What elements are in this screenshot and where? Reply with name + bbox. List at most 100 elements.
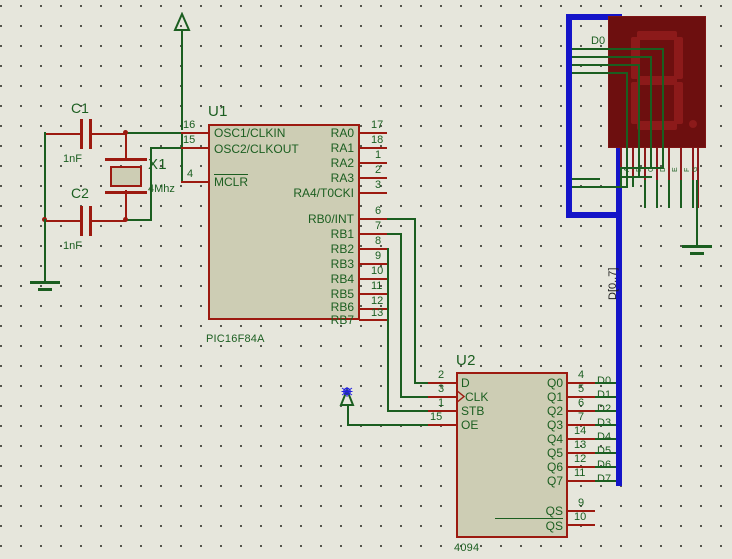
bus-horizontal-top[interactable] — [566, 14, 622, 20]
net-label-d5: D5 — [597, 445, 612, 457]
segment-e — [631, 82, 640, 124]
c1-lead-left — [44, 133, 80, 135]
u1-pin-ra4-label: RA4/T0CKI — [293, 186, 354, 200]
u1-pin2-lead — [359, 177, 387, 179]
x1-reference: X1 — [148, 156, 167, 173]
power-terminal-icon-u2[interactable] — [337, 387, 357, 407]
u1-pin-ra3-label: RA3 — [330, 171, 354, 185]
segment-b — [674, 37, 683, 79]
wire-display-common-down — [696, 180, 698, 245]
bus-vertical-right[interactable] — [616, 14, 622, 486]
wire-osc2-horiz-top — [150, 147, 182, 149]
display-pin-label-e: E — [672, 167, 679, 172]
u1-pin13-lead — [359, 319, 387, 321]
seven-segment-display-body[interactable] — [608, 16, 706, 148]
u2-pin9-number: 9 — [578, 497, 585, 509]
net-label-d3: D3 — [597, 417, 612, 429]
u2-body[interactable] — [456, 372, 568, 538]
u1-pin17-lead — [359, 132, 387, 134]
wire-disp-bottom2 — [572, 178, 600, 180]
u2-reference: U2 — [456, 352, 476, 369]
ground-symbol-left-bar2 — [38, 288, 52, 291]
u2-pin-q2-label: Q2 — [546, 404, 563, 418]
u1-pin9-number: 9 — [375, 250, 382, 262]
wire-q0-to-bus — [595, 382, 620, 384]
u2-pin12-number: 12 — [574, 453, 587, 465]
u2-pin-stb-label: STB — [461, 404, 485, 418]
wire-vcc-top-drop — [181, 30, 183, 130]
display-lead-d — [656, 148, 658, 182]
junction-osc1 — [123, 130, 128, 135]
x1-plate-top — [105, 158, 147, 161]
u2-value: 4094 — [454, 542, 480, 554]
u1-pin12-number: 12 — [371, 295, 384, 307]
u1-pin4-number: 4 — [187, 168, 194, 180]
u2-pin11-lead — [567, 480, 595, 482]
u2-pin12-lead — [567, 466, 595, 468]
u1-reference: U1 — [208, 103, 228, 120]
wire-mclr-vert — [181, 132, 183, 182]
u1-pin9-lead — [359, 263, 387, 265]
u1-pin-rb2-label: RB2 — [330, 242, 354, 256]
u2-pin4-number: 4 — [578, 369, 585, 381]
wire-q2-to-bus — [595, 410, 620, 412]
segment-c — [674, 82, 683, 124]
u2-pin11-number: 11 — [574, 467, 586, 479]
display-net-label-d0: D0 — [591, 35, 606, 47]
u1-pin-ra0-label: RA0 — [330, 126, 354, 140]
u2-pin6-lead — [567, 410, 595, 412]
segment-f — [631, 37, 640, 79]
u1-pin16-lead — [181, 132, 209, 134]
wire-disp-rv0 — [620, 167, 622, 187]
bus-horizontal-lower[interactable] — [566, 212, 622, 218]
u2-pin13-number: 13 — [574, 439, 587, 451]
wire-q5-to-bus — [595, 452, 620, 454]
u2-pin-q3-label: Q3 — [546, 418, 563, 432]
u2-pin3-number: 3 — [438, 383, 445, 395]
x1-lead-lower — [125, 190, 127, 221]
wire-disp-h0 — [572, 48, 664, 50]
u1-pin8-lead — [359, 248, 387, 250]
display-lead-common — [697, 148, 699, 208]
x1-lead-upper — [125, 133, 127, 159]
u1-pin12-lead — [359, 308, 387, 310]
wire-osc2-horiz-bottom — [126, 219, 152, 221]
u1-pin15-lead — [181, 147, 209, 149]
u1-body[interactable] — [208, 124, 360, 320]
u2-pin2-lead — [428, 382, 457, 384]
u1-pin3-number: 3 — [375, 179, 382, 191]
wire-disp-v1 — [650, 56, 652, 168]
wire-seg-c-down — [644, 180, 646, 208]
u1-pin-osc1-label: OSC1/CLKIN — [214, 126, 286, 140]
wire-osc2-vert — [150, 148, 152, 221]
u1-pin1-number: 1 — [375, 149, 382, 161]
u1-pin-ra1-label: RA1 — [330, 141, 354, 155]
u2-pin-d-label: D — [461, 376, 470, 390]
wire-seg-g-down — [692, 180, 694, 208]
segment-a — [637, 31, 677, 40]
wire-rb1-horiz — [387, 233, 402, 235]
wire-c1-left-stub — [44, 132, 46, 134]
u2-pin5-lead — [567, 396, 595, 398]
wire-q3-to-bus — [595, 424, 620, 426]
u1-pin-rb0-label: RB0/INT — [307, 212, 354, 226]
u2-pin-oe-label: OE — [461, 418, 479, 432]
u1-pin11-lead — [359, 293, 387, 295]
u2-pin-q1-label: Q1 — [546, 390, 563, 404]
u1-pin15-number: 15 — [183, 134, 196, 146]
bus-vertical-left[interactable] — [566, 14, 572, 218]
u2-pin-q6-label: Q6 — [546, 460, 563, 474]
u2-pin-q7-label: Q7 — [546, 474, 563, 488]
u1-pin7-lead — [359, 233, 387, 235]
u2-pin6-number: 6 — [578, 397, 585, 409]
u2-pin10-lead — [567, 524, 595, 526]
c1-lead-right — [92, 133, 126, 135]
u2-pin-q0-label: Q0 — [546, 376, 563, 390]
c1-plate-left — [80, 119, 83, 149]
net-label-d7: D7 — [597, 473, 612, 485]
c2-plate-left — [80, 206, 83, 236]
u2-pin-q4-label: Q4 — [546, 432, 563, 446]
u2-pin2-number: 2 — [438, 369, 445, 381]
wire-disp-h1 — [572, 56, 652, 58]
wire-disp-r1 — [620, 176, 652, 178]
